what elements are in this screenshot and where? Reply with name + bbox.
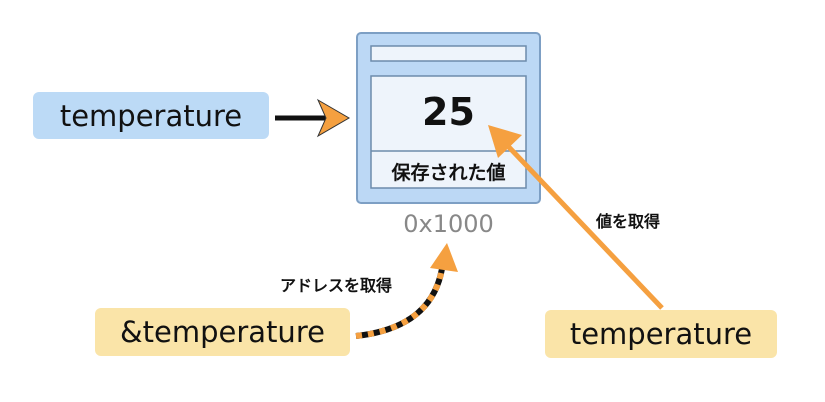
arrow-head-icon xyxy=(488,125,522,158)
address-of-label: &temperature xyxy=(95,308,350,356)
memory-value-caption: 保存された値 xyxy=(391,162,506,184)
get-value-annotation: 値を取得 xyxy=(596,212,661,231)
deref-label: temperature xyxy=(545,310,777,358)
get-value-arrow xyxy=(503,141,664,310)
memory-header-bar xyxy=(370,45,527,62)
variable-label: temperature xyxy=(33,92,269,139)
arrow-head-icon xyxy=(316,98,350,138)
get-address-annotation: アドレスを取得 xyxy=(280,276,393,295)
arrow-head-icon xyxy=(430,243,458,272)
memory-value: 25 xyxy=(422,90,475,134)
memory-address: 0x1000 xyxy=(403,210,494,238)
